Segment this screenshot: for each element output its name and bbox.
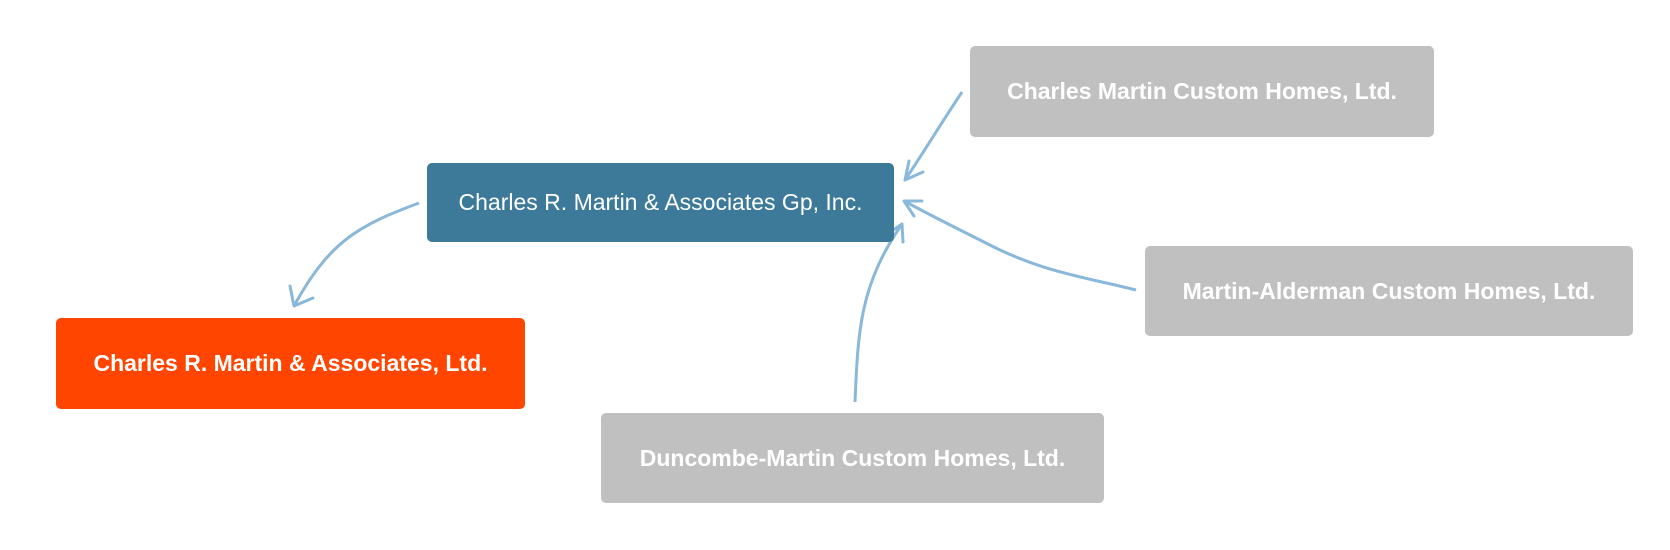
- node-right-label: Martin-Alderman Custom Homes, Ltd.: [1182, 277, 1596, 304]
- node-top[interactable]: Charles Martin Custom Homes, Ltd.: [970, 46, 1434, 137]
- arrowhead-center-to-target: [288, 284, 315, 308]
- edge-bottom-to-center: [853, 223, 904, 403]
- node-bottom[interactable]: Duncombe-Martin Custom Homes, Ltd.: [601, 413, 1104, 503]
- arrowhead-right-to-center: [902, 199, 924, 218]
- node-bottom-label: Duncombe-Martin Custom Homes, Ltd.: [639, 444, 1066, 471]
- node-center-label: Charles R. Martin & Associates Gp, Inc.: [458, 189, 863, 215]
- edge-top-to-center: [903, 91, 964, 181]
- node-target[interactable]: Charles R. Martin & Associates, Ltd.: [56, 318, 525, 409]
- node-top-label: Charles Martin Custom Homes, Ltd.: [1007, 78, 1397, 104]
- edge-right-to-center: [903, 199, 1137, 292]
- node-right[interactable]: Martin-Alderman Custom Homes, Ltd.: [1145, 246, 1633, 336]
- edge-center-to-target: [292, 201, 420, 307]
- node-target-label: Charles R. Martin & Associates, Ltd.: [93, 350, 488, 376]
- arrowhead-top-to-center: [903, 159, 925, 182]
- node-center[interactable]: Charles R. Martin & Associates Gp, Inc.: [427, 163, 894, 242]
